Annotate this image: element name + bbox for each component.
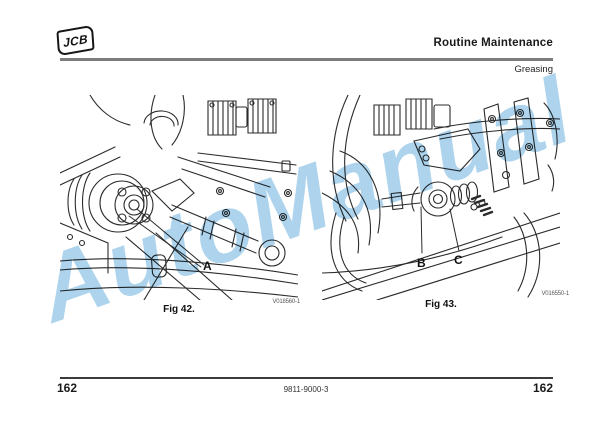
page-subtitle: Greasing (514, 64, 553, 75)
page-number-right: 162 (532, 381, 553, 395)
page-number-left: 162 (57, 381, 78, 395)
linkage-line-art (322, 95, 560, 300)
figure-42-caption: Fig 42. (163, 304, 195, 315)
document-number: 9811-9000-3 (283, 385, 329, 394)
figure-43-ref-code: V016550-1 (541, 291, 569, 297)
figure-43-caption: Fig 43. (425, 299, 457, 310)
jcb-logo: JCB (56, 24, 95, 57)
figure-42-drawing (60, 95, 298, 300)
callout-label-a: A (203, 259, 212, 273)
footer-divider (60, 377, 553, 379)
callout-label-c: C (454, 253, 463, 267)
figure-42: A (60, 95, 298, 300)
figure-42-ref-code: V018560-1 (272, 299, 300, 305)
page-title: Routine Maintenance (433, 37, 553, 49)
leader-line-a (128, 208, 205, 268)
driveshaft-line-art (60, 95, 298, 300)
leader-lines-b-c (420, 206, 460, 254)
jcb-logo-text: JCB (62, 31, 89, 50)
callout-label-b: B (417, 256, 426, 270)
header-divider (60, 58, 553, 61)
figure-43-drawing (322, 95, 560, 300)
figure-43: B C (322, 95, 560, 300)
